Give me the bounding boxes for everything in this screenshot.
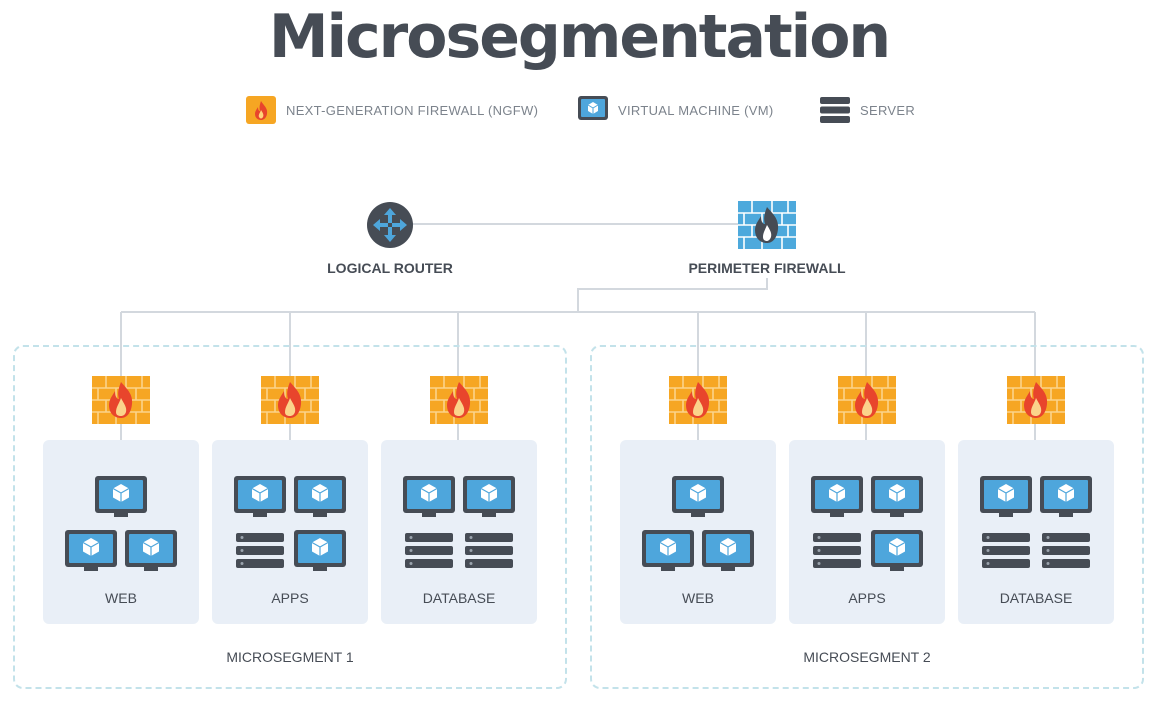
vm-icon bbox=[294, 476, 346, 517]
vm-icon bbox=[403, 476, 455, 517]
ngfw-icon bbox=[430, 376, 488, 424]
server-icon bbox=[820, 97, 850, 123]
perimeter-firewall-label: PERIMETER FIREWALL bbox=[688, 260, 846, 276]
ngfw-icon bbox=[261, 376, 319, 424]
legend-item-vm: VIRTUAL MACHINE (VM) bbox=[578, 96, 774, 124]
vm-icon bbox=[871, 476, 923, 517]
tier-apps: APPS bbox=[212, 440, 368, 624]
vm-icon bbox=[578, 96, 608, 120]
server-icon bbox=[465, 533, 513, 568]
legend-label-vm: VIRTUAL MACHINE (VM) bbox=[618, 102, 774, 118]
ngfw-icon bbox=[1007, 376, 1065, 424]
tier-label-apps: APPS bbox=[848, 590, 886, 606]
microsegment-2-label: MICROSEGMENT 2 bbox=[803, 649, 931, 665]
microsegment-1-label: MICROSEGMENT 1 bbox=[226, 649, 354, 665]
legend-label-server: SERVER bbox=[860, 102, 916, 118]
server-icon bbox=[405, 533, 453, 568]
vm-icon bbox=[463, 476, 515, 517]
tier-label-web: WEB bbox=[682, 590, 714, 606]
vm-icon bbox=[702, 530, 754, 571]
page-title: Microsegmentation bbox=[268, 2, 891, 72]
tier-web: WEB bbox=[620, 440, 776, 624]
vm-icon bbox=[234, 476, 286, 517]
tier-label-web: WEB bbox=[105, 590, 137, 606]
tier-label-database: DATABASE bbox=[999, 590, 1073, 606]
vm-icon bbox=[980, 476, 1032, 517]
legend-item-server: SERVER bbox=[820, 96, 915, 124]
microsegment-1 bbox=[13, 345, 567, 689]
tier-database: DATABASE bbox=[381, 440, 537, 624]
tier-web: WEB bbox=[43, 440, 199, 624]
tier-database: DATABASE bbox=[958, 440, 1114, 624]
perimeter-firewall-icon bbox=[738, 201, 796, 249]
vm-icon bbox=[95, 476, 147, 517]
ngfw-icon bbox=[669, 376, 727, 424]
tier-apps: APPS bbox=[789, 440, 945, 624]
vm-icon bbox=[811, 476, 863, 517]
vm-icon bbox=[871, 530, 923, 571]
legend-label-ngfw: NEXT-GENERATION FIREWALL (NGFW) bbox=[286, 102, 539, 118]
ngfw-icon bbox=[246, 96, 276, 124]
server-icon bbox=[236, 533, 284, 568]
legend-item-ngfw: NEXT-GENERATION FIREWALL (NGFW) bbox=[246, 96, 538, 124]
vm-icon bbox=[642, 530, 694, 571]
vm-icon bbox=[65, 530, 117, 571]
vm-icon bbox=[294, 530, 346, 571]
vm-icon bbox=[1040, 476, 1092, 517]
tier-label-apps: APPS bbox=[271, 590, 309, 606]
server-icon bbox=[982, 533, 1030, 568]
vm-icon bbox=[125, 530, 177, 571]
server-icon bbox=[813, 533, 861, 568]
microsegment-2 bbox=[590, 345, 1144, 689]
vm-icon bbox=[672, 476, 724, 517]
ngfw-icon bbox=[92, 376, 150, 424]
ngfw-icon bbox=[838, 376, 896, 424]
router-label: LOGICAL ROUTER bbox=[327, 260, 453, 276]
tier-label-database: DATABASE bbox=[422, 590, 496, 606]
server-icon bbox=[1042, 533, 1090, 568]
router-icon bbox=[367, 202, 413, 248]
